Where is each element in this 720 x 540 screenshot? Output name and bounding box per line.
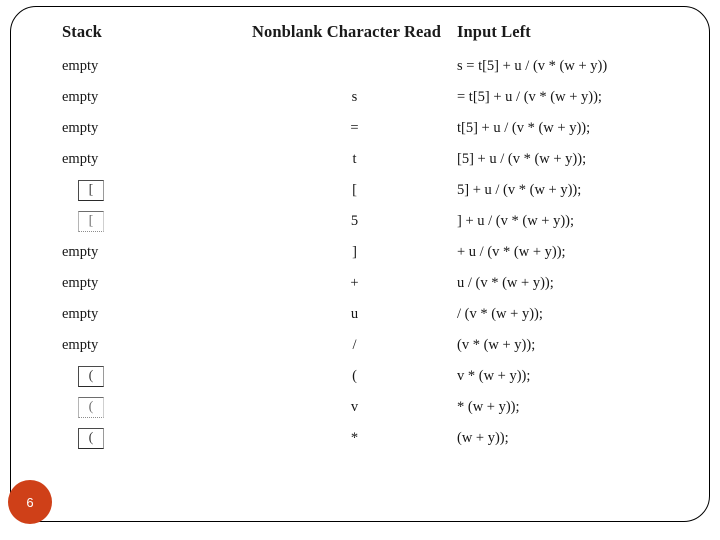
input-left-cell: [5] + u / (v * (w + y)); bbox=[457, 151, 587, 167]
stack-cell: [ bbox=[62, 206, 252, 237]
stack-box-icon: ( bbox=[78, 366, 104, 387]
table-row: ( * (w + y)); bbox=[62, 423, 682, 454]
character-read-cell: + bbox=[350, 275, 359, 291]
column-header-stack: Stack bbox=[62, 22, 102, 41]
table-row: [5 ] + u / (v * (w + y)); bbox=[62, 206, 682, 237]
input-left-cell: u / (v * (w + y)); bbox=[457, 275, 554, 291]
table-row: empty u / (v * (w + y)); bbox=[62, 299, 682, 330]
input-left-cell: ] + u / (v * (w + y)); bbox=[457, 213, 575, 229]
table-row: ( v * (w + y)); bbox=[62, 392, 682, 423]
stack-cell: empty bbox=[62, 237, 252, 268]
stack-cell: empty bbox=[62, 330, 252, 361]
stack-empty-label: empty bbox=[62, 306, 99, 322]
stack-box-symbol: [ bbox=[88, 213, 94, 229]
table-header-row: Stack Nonblank Character Read Input Left bbox=[62, 18, 682, 51]
stack-empty-label: empty bbox=[62, 337, 99, 353]
table-row: empty / (v * (w + y)); bbox=[62, 330, 682, 361]
character-read-cell: = bbox=[350, 120, 359, 136]
character-read-cell: / bbox=[352, 337, 357, 353]
input-left-cell: / (v * (w + y)); bbox=[457, 306, 543, 322]
character-read-cell: v bbox=[350, 399, 359, 415]
table-row: empty s = t[5] + u / (v * (w + y)) bbox=[62, 51, 682, 82]
stack-cell: ( bbox=[62, 423, 252, 454]
stack-empty-label: empty bbox=[62, 89, 99, 105]
stack-box-symbol: [ bbox=[88, 182, 94, 198]
input-left-cell: (w + y)); bbox=[457, 430, 509, 446]
input-left-cell: s = t[5] + u / (v * (w + y)) bbox=[457, 58, 608, 74]
input-left-cell: t[5] + u / (v * (w + y)); bbox=[457, 120, 591, 136]
stack-empty-label: empty bbox=[62, 151, 99, 167]
stack-box-icon: ( bbox=[78, 397, 104, 418]
table-header: Stack Nonblank Character Read Input Left bbox=[62, 18, 682, 51]
stack-box-icon: [ bbox=[78, 180, 104, 201]
input-left-cell: + u / (v * (w + y)); bbox=[457, 244, 566, 260]
stack-empty-label: empty bbox=[62, 58, 99, 74]
character-read-cell: ] bbox=[352, 244, 357, 260]
stack-cell: empty bbox=[62, 299, 252, 330]
stack-cell: empty bbox=[62, 51, 252, 82]
table-row: empty t [5] + u / (v * (w + y)); bbox=[62, 144, 682, 175]
stack-empty-label: empty bbox=[62, 275, 99, 291]
character-read-cell: [ bbox=[352, 182, 357, 198]
character-read-cell: s bbox=[351, 89, 358, 105]
stack-empty-label: empty bbox=[62, 120, 99, 136]
character-read-cell: u bbox=[350, 306, 359, 322]
input-left-cell: 5] + u / (v * (w + y)); bbox=[457, 182, 582, 198]
page-number-label: 6 bbox=[26, 494, 34, 510]
stack-cell: ( bbox=[62, 361, 252, 392]
page-number-badge: 6 bbox=[8, 480, 52, 524]
stack-cell: empty bbox=[62, 82, 252, 113]
stack-cell: [ bbox=[62, 175, 252, 206]
table-body: empty s = t[5] + u / (v * (w + y)) empty s =… bbox=[62, 51, 682, 454]
stack-empty-label: empty bbox=[62, 244, 99, 260]
character-read-cell: t bbox=[352, 151, 357, 167]
stack-box-symbol: ( bbox=[88, 399, 94, 415]
stack-box-icon: [ bbox=[78, 211, 104, 232]
stack-cell: empty bbox=[62, 268, 252, 299]
character-read-cell: ( bbox=[352, 368, 357, 384]
parse-trace-table: Stack Nonblank Character Read Input Left… bbox=[62, 18, 682, 454]
input-left-cell: v * (w + y)); bbox=[457, 368, 531, 384]
character-read-cell: 5 bbox=[350, 213, 359, 229]
slide-border-frame bbox=[10, 6, 710, 522]
stack-cell: empty bbox=[62, 113, 252, 144]
input-left-cell: (v * (w + y)); bbox=[457, 337, 536, 353]
stack-cell: empty bbox=[62, 144, 252, 175]
character-read-cell bbox=[252, 51, 457, 82]
table-row: [ [5] + u / (v * (w + y)); bbox=[62, 175, 682, 206]
table-row: empty] + u / (v * (w + y)); bbox=[62, 237, 682, 268]
table-row: ( ( v * (w + y)); bbox=[62, 361, 682, 392]
column-header-character: Nonblank Character Read bbox=[252, 22, 442, 41]
stack-box-symbol: ( bbox=[88, 368, 94, 384]
input-left-cell: = t[5] + u / (v * (w + y)); bbox=[457, 89, 602, 105]
table-row: empty + u / (v * (w + y)); bbox=[62, 268, 682, 299]
column-header-input: Input Left bbox=[457, 22, 531, 41]
stack-box-icon: ( bbox=[78, 428, 104, 449]
stack-box-symbol: ( bbox=[88, 430, 94, 446]
table-row: empty s = t[5] + u / (v * (w + y)); bbox=[62, 82, 682, 113]
stack-cell: ( bbox=[62, 392, 252, 423]
table-row: empty = t[5] + u / (v * (w + y)); bbox=[62, 113, 682, 144]
character-read-cell: * bbox=[350, 430, 359, 446]
input-left-cell: * (w + y)); bbox=[457, 399, 520, 415]
